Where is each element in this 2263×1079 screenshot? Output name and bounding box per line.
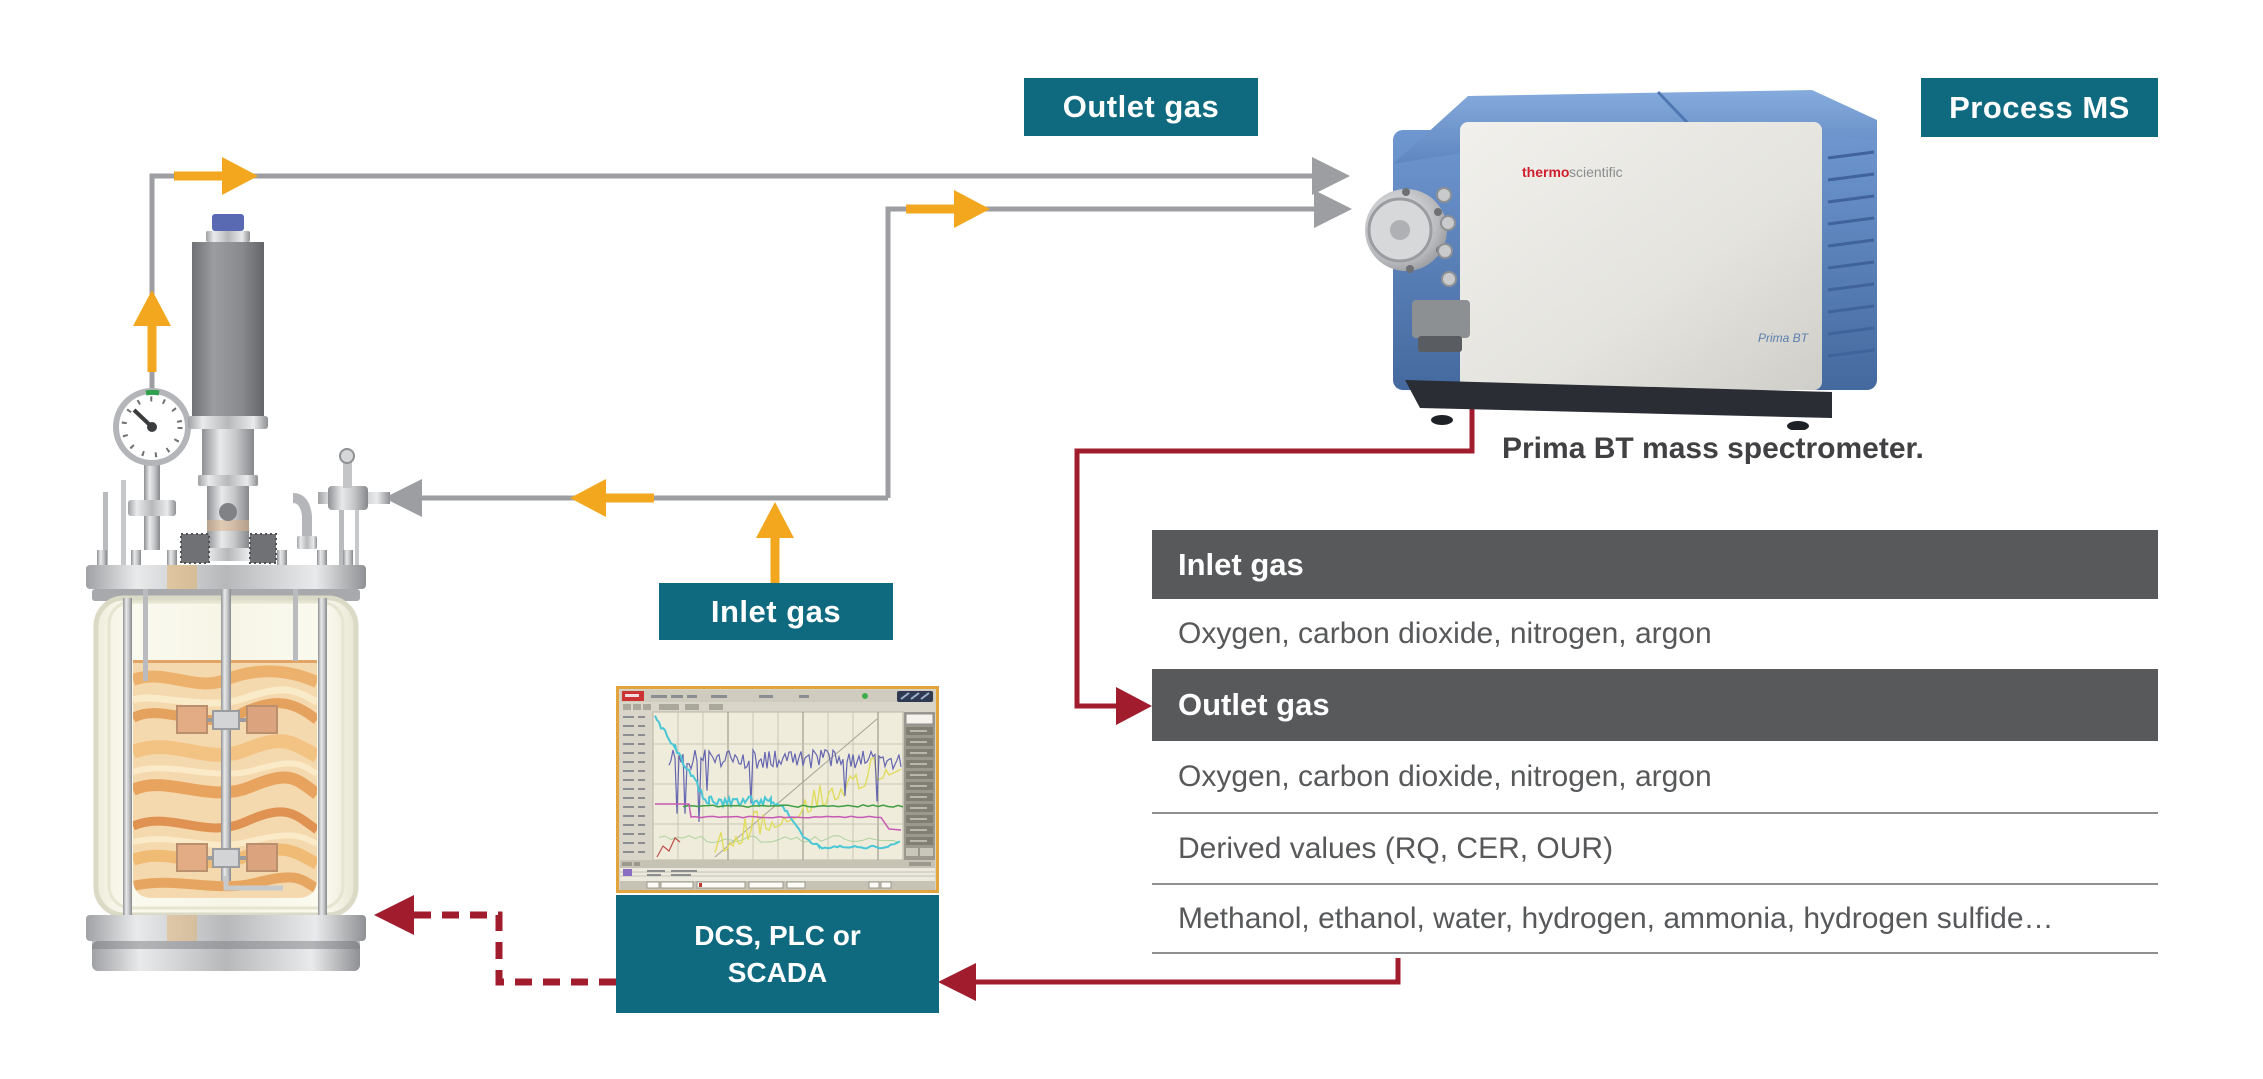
ms-inlet-flange	[1365, 187, 1470, 352]
gray-arrow-right-icon	[1314, 190, 1352, 228]
ms-base	[1405, 380, 1832, 418]
impeller-lower	[176, 843, 278, 872]
dcs-label-line2: SCADA	[727, 957, 828, 988]
headplate-pins	[103, 480, 359, 567]
process-ms-label: Process MS	[1921, 78, 2158, 137]
outlet-gas-line-1	[133, 157, 1350, 394]
instrument-caption: Prima BT mass spectrometer.	[1502, 432, 1924, 465]
dcs-box: DCS, PLC or SCADA	[616, 895, 939, 1013]
stirrer-motor	[188, 214, 268, 561]
table-row-derived-values: Derived values (RQ, CER, OUR)	[1152, 812, 2158, 883]
ms-vent-grooves	[1827, 150, 1875, 358]
window-titlebar	[620, 690, 935, 702]
vessel-base	[86, 915, 366, 971]
table-row-volatiles: Methanol, ethanol, water, hydrogen, ammo…	[1152, 883, 2158, 954]
table-to-dcs-connector	[938, 958, 1401, 1001]
outlet-gas-label: Outlet gas	[1024, 78, 1258, 136]
gas-analysis-table: Inlet gas Oxygen, carbon dioxide, nitrog…	[1152, 530, 2158, 954]
tie-rods	[123, 598, 327, 915]
inlet-gas-label-text: Inlet gas	[710, 593, 842, 629]
inlet-gas-label: Inlet gas	[659, 583, 893, 640]
dcs-to-reactor-connector	[374, 895, 616, 986]
table-row-outlet-species: Oxygen, carbon dioxide, nitrogen, argon	[1178, 759, 1712, 793]
ms-chassis	[1393, 90, 1877, 430]
table-header-inlet-gas: Inlet gas	[1152, 530, 2158, 599]
values-strip	[620, 868, 935, 881]
control-software-screenshot	[616, 686, 939, 893]
red-arrow-right-icon	[1116, 687, 1152, 725]
inlet-gas-line	[384, 479, 888, 585]
table-header-outlet-gas: Outlet gas	[1152, 669, 2158, 741]
prima-bt-instrument: thermo scientific Prima BT	[1365, 90, 1877, 430]
ms-brand-logo: thermo scientific	[1522, 164, 1623, 180]
axis-panel	[620, 712, 652, 860]
bioreactor-illustration	[86, 214, 390, 971]
gray-arrow-right-icon	[1312, 157, 1350, 195]
yellow-arrow-left-icon	[570, 479, 606, 517]
yellow-arrow-up-icon	[133, 290, 171, 326]
yellow-arrow-right-icon	[954, 190, 990, 228]
inlet-valve	[292, 448, 390, 549]
gauge-green-mark	[145, 389, 160, 396]
yellow-arrow-right-icon	[222, 157, 258, 195]
trend-traces	[654, 715, 904, 858]
svg-text:scientific: scientific	[1569, 164, 1623, 180]
impeller-upper	[176, 705, 278, 734]
red-arrow-left-icon	[938, 963, 976, 1001]
dcs-label-line1: DCS, PLC or	[694, 920, 861, 951]
ms-model-label: Prima BT	[1758, 331, 1810, 345]
outlet-gas-label-text: Outlet gas	[1062, 89, 1220, 124]
svg-text:thermo: thermo	[1522, 164, 1569, 180]
process-ms-label-text: Process MS	[1949, 89, 2130, 125]
trend-chart	[619, 689, 936, 890]
pressure-gauge	[113, 388, 191, 550]
stirrer-shaft	[221, 589, 231, 881]
outlet-gas-line-2	[885, 190, 1352, 498]
ms-to-table-connector	[1074, 360, 1475, 725]
menu-smudges	[651, 695, 809, 698]
table-row-inlet-species: Oxygen, carbon dioxide, nitrogen, argon	[1178, 617, 1712, 650]
gray-arrow-left-icon	[384, 479, 422, 517]
yellow-arrow-up-icon	[756, 502, 794, 538]
red-arrow-left-icon	[374, 895, 414, 935]
port-caps	[180, 533, 277, 564]
dip-tubes	[143, 589, 298, 891]
status-dot-icon	[862, 693, 868, 699]
